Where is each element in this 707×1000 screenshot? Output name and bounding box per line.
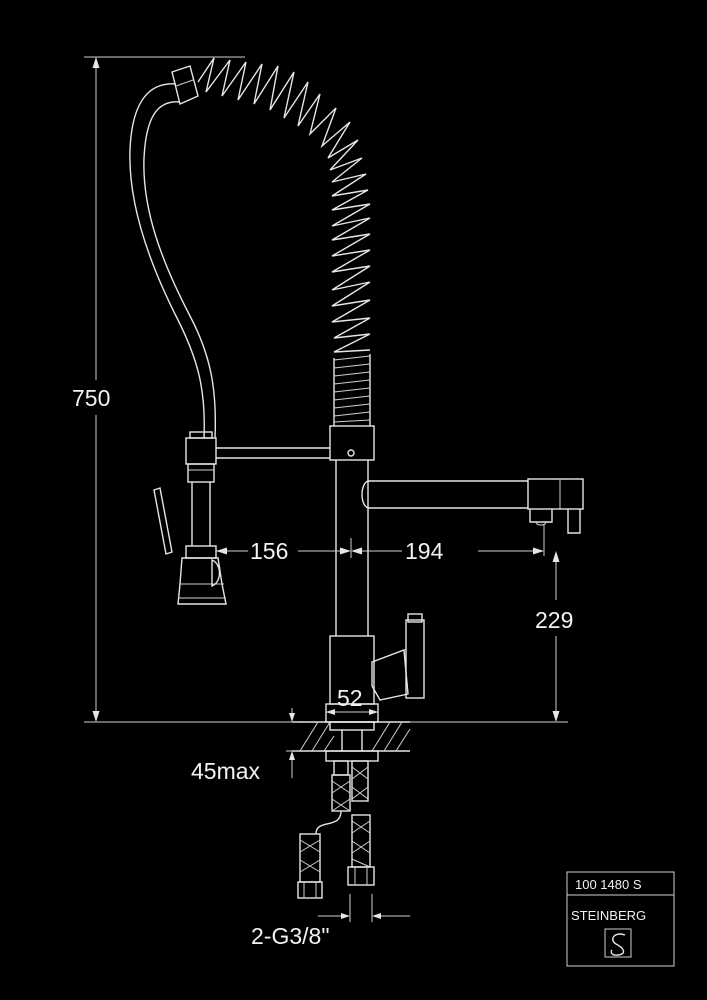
spout-reach-dimension: 156 194 bbox=[216, 524, 545, 564]
coil-spring bbox=[197, 57, 371, 426]
counter-thickness-label: 45max bbox=[191, 758, 261, 784]
faucet-body bbox=[325, 425, 584, 723]
height-dimension-label: 750 bbox=[72, 385, 110, 411]
height-dimension: 750 bbox=[72, 56, 300, 723]
hand-shower bbox=[153, 431, 330, 605]
article-number: 100 1480 S bbox=[575, 877, 642, 892]
outlet-height-label: 229 bbox=[535, 607, 573, 633]
connection-dimension: 2-G3/8" bbox=[251, 894, 410, 949]
brand-name: STEINBERG bbox=[571, 908, 646, 923]
connection-label: 2-G3/8" bbox=[251, 923, 329, 949]
flexible-hose bbox=[129, 65, 217, 439]
spout-right-label: 194 bbox=[405, 538, 444, 564]
outlet-height-dimension: 229 bbox=[378, 551, 573, 723]
base-diameter-label: 52 bbox=[337, 685, 363, 711]
spout-left-label: 156 bbox=[250, 538, 288, 564]
base-diameter-dimension: 52 bbox=[326, 685, 378, 715]
countertop-section bbox=[292, 721, 411, 762]
supply-hoses bbox=[297, 760, 375, 899]
title-block: 100 1480 S STEINBERG bbox=[566, 871, 675, 967]
steinberg-logo-icon bbox=[604, 928, 632, 958]
counter-thickness-dimension: 45max bbox=[191, 708, 298, 784]
